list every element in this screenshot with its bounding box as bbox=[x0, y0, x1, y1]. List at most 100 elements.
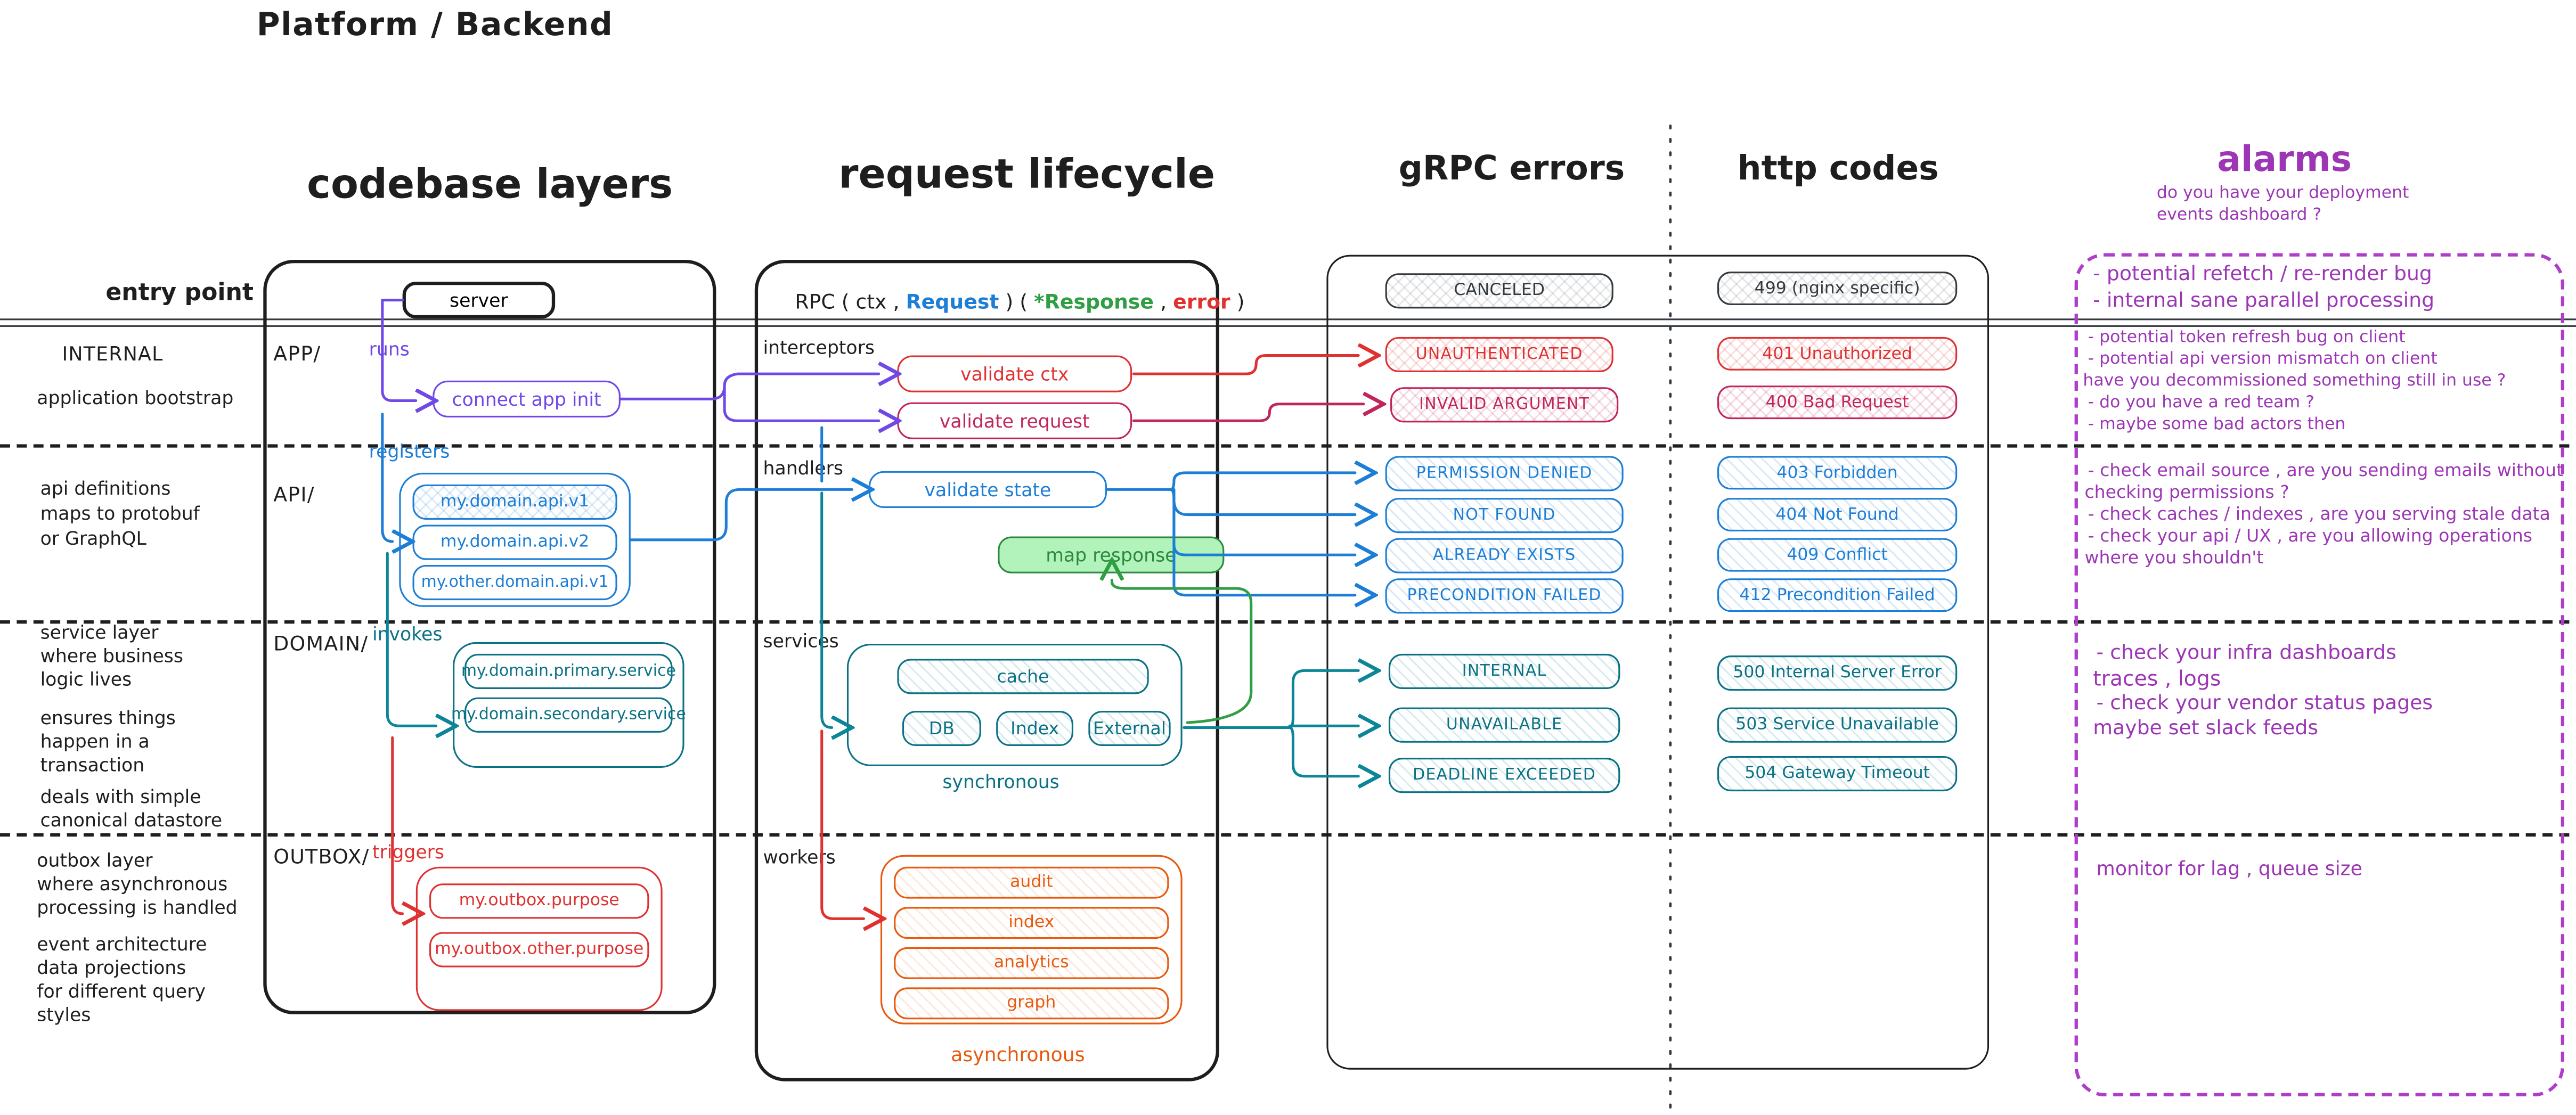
section-title-codebase-layers: codebase layers bbox=[307, 161, 673, 208]
grpc-unavailable-box: UNAVAILABLE bbox=[1388, 707, 1620, 743]
grpc-permission-denied-box: PERMISSION DENIED bbox=[1385, 456, 1624, 491]
workers-group-container bbox=[880, 855, 1183, 1024]
grpc-http-container bbox=[1326, 255, 1990, 1070]
label-synchronous: synchronous bbox=[942, 771, 1059, 793]
grpc-unauthenticated-box: UNAUTHENTICATED bbox=[1385, 337, 1613, 372]
http-412-box: 412 Precondition Failed bbox=[1717, 578, 1958, 612]
alarm-app-5: - maybe some bad actors then bbox=[2088, 415, 2346, 434]
label-handlers: handlers bbox=[763, 457, 843, 480]
section-title-http-codes: http codes bbox=[1737, 147, 1939, 188]
page-title: Platform / Backend bbox=[256, 6, 614, 44]
sig-request: Request bbox=[906, 290, 999, 314]
db-box: DB bbox=[902, 710, 981, 747]
label-workers: workers bbox=[763, 846, 836, 868]
label-invokes: invokes bbox=[372, 624, 443, 646]
primary-service-box: my.domain.primary.service bbox=[461, 653, 676, 690]
label-runs: runs bbox=[369, 338, 410, 360]
http-401-box: 401 Unauthorized bbox=[1717, 337, 1958, 371]
label-app-dir: APP/ bbox=[273, 342, 321, 366]
cache-box: cache bbox=[897, 659, 1149, 694]
alarm-domain-2: traces , logs bbox=[2093, 665, 2221, 691]
alarm-api-3: - check caches / indexes , are you servi… bbox=[2088, 504, 2550, 525]
outbox-purpose-box: my.outbox.purpose bbox=[429, 883, 649, 919]
label-event-arch-4: styles bbox=[37, 1004, 91, 1026]
outbox-group-container bbox=[415, 866, 663, 1011]
label-service-layer-1: service layer bbox=[40, 622, 159, 644]
grpc-not-found-box: NOT FOUND bbox=[1385, 498, 1624, 534]
alarms-container bbox=[2074, 253, 2564, 1097]
http-503-box: 503 Service Unavailable bbox=[1717, 707, 1958, 743]
grpc-already-exists-box: ALREADY EXISTS bbox=[1385, 538, 1624, 573]
label-ensures-3: transaction bbox=[40, 754, 145, 776]
validate-ctx-box: validate ctx bbox=[897, 355, 1132, 392]
row-divider-api-domain bbox=[0, 620, 2570, 624]
grpc-deadline-exceeded-box: DEADLINE EXCEEDED bbox=[1388, 758, 1620, 793]
label-services: services bbox=[763, 630, 839, 652]
entry-point-divider-line bbox=[0, 318, 2576, 327]
worker-index-box: index bbox=[894, 907, 1169, 939]
label-ensures-1: ensures things bbox=[40, 707, 176, 729]
domain-group-container bbox=[453, 642, 684, 768]
alarms-subtitle-line2: events dashboard ? bbox=[2156, 206, 2322, 225]
label-event-arch-1: event architecture bbox=[37, 933, 207, 956]
rpc-signature: RPC ( ctx , Request ) ( *Response , erro… bbox=[795, 290, 1244, 314]
alarm-app-4: - do you have a red team ? bbox=[2088, 393, 2314, 413]
http-504-box: 504 Gateway Timeout bbox=[1717, 756, 1958, 792]
alarm-outbox-1: monitor for lag , queue size bbox=[2096, 856, 2362, 880]
sig-mid: ) ( bbox=[1005, 290, 1028, 314]
label-interceptors: interceptors bbox=[763, 337, 875, 359]
label-application-bootstrap: application bootstrap bbox=[37, 387, 234, 409]
alarm-api-1: - check email source , are you sending e… bbox=[2088, 461, 2564, 481]
label-service-layer-3: logic lives bbox=[40, 669, 132, 691]
label-outbox-layer-2: where asynchronous bbox=[37, 873, 228, 896]
api-v1-box: my.domain.api.v1 bbox=[412, 484, 617, 520]
http-400-box: 400 Bad Request bbox=[1717, 386, 1958, 420]
sig-error: error bbox=[1173, 290, 1230, 314]
grpc-invalid-argument-box: INVALID ARGUMENT bbox=[1390, 387, 1619, 423]
worker-audit-box: audit bbox=[894, 866, 1169, 899]
server-box: server bbox=[402, 281, 556, 319]
worker-analytics-box: analytics bbox=[894, 947, 1169, 979]
label-outbox-dir: OUTBOX/ bbox=[273, 845, 370, 868]
alarm-api-2: checking permissions ? bbox=[2084, 482, 2289, 503]
http-403-box: 403 Forbidden bbox=[1717, 456, 1958, 490]
sig-close: ) bbox=[1236, 290, 1245, 314]
section-title-alarms: alarms bbox=[2217, 139, 2352, 179]
label-api-definitions-3: or GraphQL bbox=[40, 528, 146, 550]
secondary-service-box: my.domain.secondary.service bbox=[451, 697, 686, 733]
label-deals-1: deals with simple bbox=[40, 786, 201, 808]
section-title-request-lifecycle: request lifecycle bbox=[838, 151, 1216, 198]
label-asynchronous: asynchronous bbox=[951, 1043, 1085, 1067]
validate-request-box: validate request bbox=[897, 402, 1132, 439]
http-409-box: 409 Conflict bbox=[1717, 538, 1958, 572]
label-outbox-layer-1: outbox layer bbox=[37, 850, 153, 872]
label-ensures-2: happen in a bbox=[40, 731, 150, 753]
alarms-subtitle-line1: do you have your deployment bbox=[2156, 184, 2409, 203]
worker-graph-box: graph bbox=[894, 987, 1169, 1020]
label-entry-point: entry point bbox=[105, 280, 254, 307]
alarm-app-1: - potential token refresh bug on client bbox=[2088, 329, 2406, 347]
outbox-other-purpose-box: my.outbox.other.purpose bbox=[429, 932, 649, 968]
alarm-domain-3: - check your vendor status pages bbox=[2096, 691, 2433, 715]
alarm-entry-2: - internal sane parallel processing bbox=[2093, 288, 2435, 312]
alarm-app-2: - potential api version mismatch on clie… bbox=[2088, 350, 2438, 369]
api-v2-box: my.domain.api.v2 bbox=[412, 524, 617, 560]
section-title-grpc-errors: gRPC errors bbox=[1398, 147, 1625, 188]
sig-rpc: RPC ( ctx , bbox=[795, 290, 900, 314]
row-divider-app-api bbox=[0, 444, 2570, 448]
map-response-box: map response bbox=[998, 536, 1225, 573]
label-deals-2: canonical datastore bbox=[40, 809, 223, 832]
alarm-entry-1: - potential refetch / re-render bug bbox=[2093, 261, 2432, 285]
label-triggers: triggers bbox=[372, 841, 444, 864]
sig-response: *Response bbox=[1034, 290, 1154, 314]
label-api-definitions-1: api definitions bbox=[40, 478, 171, 500]
alarm-api-4: - check your api / UX , are you allowing… bbox=[2088, 526, 2533, 547]
alarm-domain-4: maybe set slack feeds bbox=[2093, 716, 2319, 740]
label-api-dir: API/ bbox=[273, 482, 315, 506]
label-service-layer-2: where business bbox=[40, 645, 183, 668]
validate-state-box: validate state bbox=[868, 471, 1107, 508]
grpc-precondition-failed-box: PRECONDITION FAILED bbox=[1385, 578, 1624, 614]
label-event-arch-3: for different query bbox=[37, 980, 206, 1003]
